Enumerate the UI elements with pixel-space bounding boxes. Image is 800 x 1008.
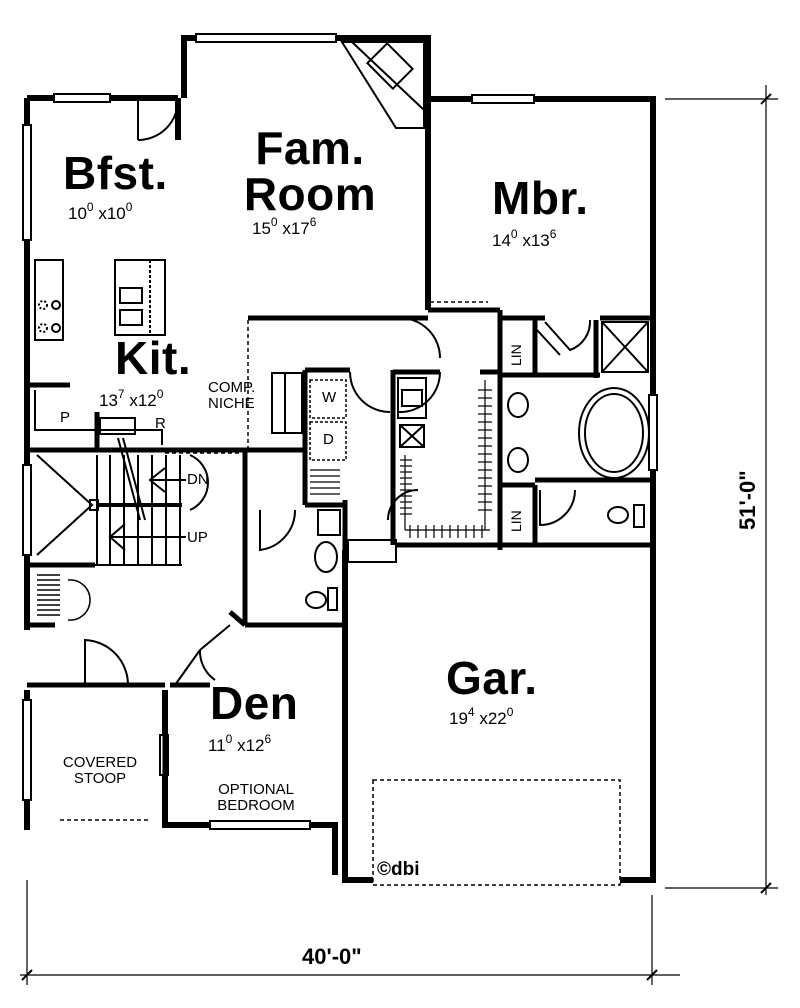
den-note: OPTIONAL BEDROOM	[196, 782, 316, 814]
copyright-label: ©dbi	[377, 859, 420, 880]
dim-depth-inches: 6	[309, 215, 317, 229]
room-name-line1: Fam.	[255, 122, 365, 174]
room-name-garage: Gar.	[446, 652, 538, 704]
overall-depth-dimension: 51'-0"	[735, 470, 760, 530]
dim-separator: x	[98, 204, 107, 223]
dim-separator: x	[237, 736, 246, 755]
dim-width: 11	[208, 736, 226, 755]
dim-depth-inches: 0	[506, 705, 514, 719]
dim-width: 14	[492, 231, 511, 250]
dim-depth-inches: 0	[156, 387, 164, 401]
entry-doors	[84, 509, 297, 686]
dim-separator: x	[479, 709, 488, 728]
room-dimensions-family-room: 150 x176	[252, 216, 316, 238]
dim-depth-inches: 0	[125, 200, 133, 214]
dim-width: 13	[99, 391, 118, 410]
interior-walls	[27, 307, 653, 825]
dim-separator: x	[282, 219, 291, 238]
den-note-line2: BEDROOM	[217, 796, 295, 814]
dim-depth: 10	[106, 204, 126, 223]
dim-width: 19	[449, 709, 468, 728]
room-dimensions-master-bedroom: 140 x136	[492, 228, 556, 250]
dim-width-inches: 7	[117, 387, 125, 401]
dim-width: 10	[68, 204, 87, 223]
walk-in-closet	[310, 380, 492, 538]
room-dimensions-den: 110 x126	[208, 733, 271, 755]
room-dimensions-garage: 194 x220	[449, 706, 513, 728]
comp-niche-label: COMP. NICHE	[208, 380, 255, 412]
stoop-line2: STOOP	[73, 769, 127, 787]
room-name-kitchen: Kit.	[115, 332, 192, 384]
room-name-family-room: Fam. Room	[240, 125, 380, 217]
room-name-line2: Room	[243, 168, 377, 220]
stoop-line1: COVERED	[62, 754, 138, 771]
linen-closet-2-label: LIN	[508, 510, 524, 532]
room-name-breakfast: Bfst.	[63, 147, 168, 199]
master-bath	[507, 319, 650, 528]
laundry	[309, 379, 347, 461]
washer-label: W	[322, 389, 337, 406]
dim-width-inches: 0	[225, 732, 233, 746]
refrigerator-label: R	[155, 415, 166, 432]
coat-closet	[37, 574, 91, 621]
dim-depth: 13	[530, 231, 550, 250]
room-dimensions-breakfast: 100 x100	[68, 201, 132, 223]
dim-depth: 12	[245, 736, 265, 755]
dim-width-inches: 4	[467, 705, 475, 719]
half-bath	[305, 509, 397, 611]
comp-niche-line2: NICHE	[208, 394, 255, 412]
overall-width-dimension: 40'-0"	[302, 944, 362, 969]
fireplace	[340, 41, 425, 129]
comp-niche	[271, 372, 303, 434]
den-note-line1: OPTIONAL	[218, 781, 294, 798]
dimension-lines	[20, 85, 778, 985]
pantry-label: P	[60, 409, 71, 426]
comp-niche-line1: COMP.	[208, 379, 256, 396]
bfst-door	[137, 98, 179, 141]
covered-stoop-label: COVERED STOOP	[45, 755, 155, 787]
dim-depth: 17	[290, 219, 310, 238]
dim-depth-inches: 6	[264, 732, 272, 746]
stairs	[36, 437, 210, 566]
room-name-den: Den	[210, 677, 299, 729]
room-name-master-bedroom: Mbr.	[492, 172, 589, 224]
dim-separator: x	[522, 231, 531, 250]
linen-closet-1-label: LIN	[508, 344, 524, 366]
dryer-label: D	[323, 431, 334, 448]
stair-down-label: DN	[187, 471, 209, 488]
dim-separator: x	[129, 391, 138, 410]
stair-up-label: UP	[187, 529, 208, 546]
dim-width-inches: 0	[86, 200, 94, 214]
room-dimensions-kitchen: 137 x120	[99, 388, 163, 410]
dim-width: 15	[252, 219, 271, 238]
dim-width-inches: 0	[510, 227, 518, 241]
dim-depth-inches: 6	[549, 227, 557, 241]
dim-depth: 12	[137, 391, 157, 410]
dim-depth: 22	[487, 709, 507, 728]
dashed-openings	[60, 301, 621, 886]
dim-width-inches: 0	[270, 215, 278, 229]
